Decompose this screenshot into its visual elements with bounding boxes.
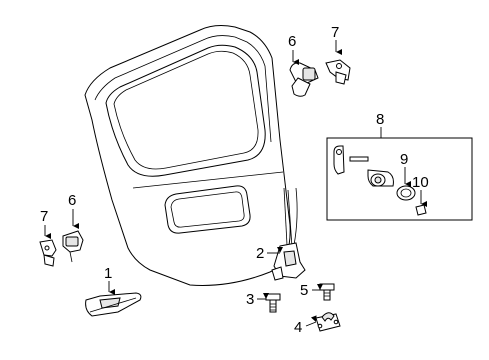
callout-9: 9 (400, 151, 408, 168)
bolt (265, 293, 281, 313)
callout-1: 1 (104, 265, 112, 282)
striker (315, 312, 341, 332)
callout-8: 8 (376, 111, 384, 128)
callout-10: 10 (412, 174, 429, 191)
callout-labels: 1 2 3 4 5 6 6 7 7 8 9 10 (40, 24, 429, 336)
callout-6-lower: 6 (68, 192, 76, 209)
leader-lines (44, 40, 427, 327)
callout-7-upper: 7 (331, 24, 339, 41)
callout-4: 4 (294, 319, 302, 336)
stay-bracket-upper-right (325, 59, 351, 85)
handle-assembly (85, 292, 142, 317)
hinge-upper-right (289, 62, 319, 97)
callout-2: 2 (256, 245, 264, 262)
hinge-lower-left (62, 230, 84, 263)
callout-3: 3 (246, 291, 254, 308)
lock-cylinder-kit-box (326, 127, 473, 221)
screw (319, 283, 335, 301)
callout-7-lower: 7 (40, 208, 48, 225)
callout-6-upper: 6 (288, 33, 296, 50)
stay-bracket-lower-left (39, 239, 57, 267)
callout-5: 5 (300, 282, 308, 299)
liftgate-panel (84, 25, 291, 286)
